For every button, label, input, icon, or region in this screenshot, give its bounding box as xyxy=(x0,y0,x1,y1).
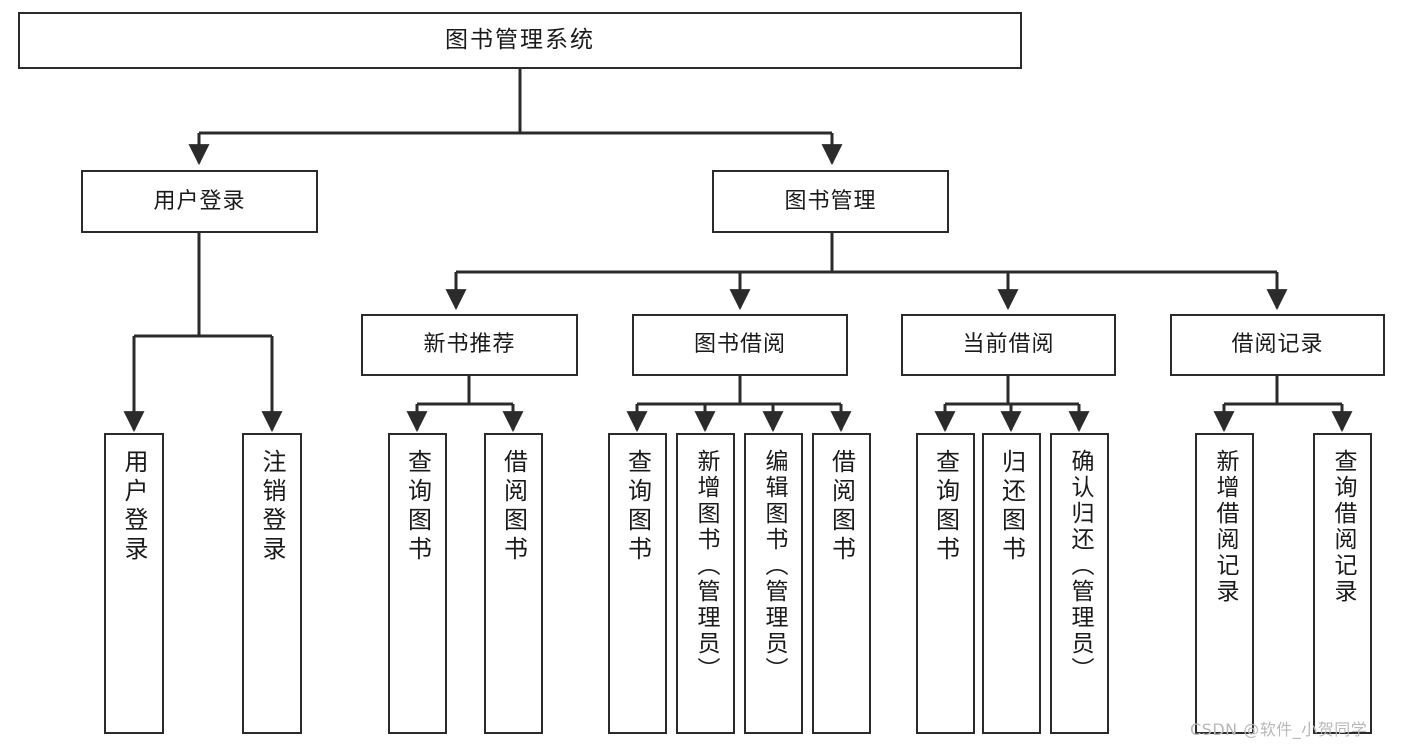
node-root-system[interactable]: 图书管理系统 xyxy=(18,12,1022,69)
node-label: 图书借阅 xyxy=(693,332,786,358)
node-label: 编辑图书（管理员） xyxy=(761,449,787,683)
node-label: 用户登录 xyxy=(153,188,246,214)
leaf-edit-book-admin[interactable]: 编辑图书（管理员） xyxy=(744,433,803,734)
node-label: 借阅记录 xyxy=(1231,332,1324,358)
node-user-login[interactable]: 用户登录 xyxy=(81,170,318,233)
leaf-return-book[interactable]: 归还图书 xyxy=(982,433,1041,734)
node-label: 图书管理 xyxy=(784,188,877,214)
leaf-borrow-book[interactable]: 借阅图书 xyxy=(812,433,871,734)
leaf-add-borrow-record[interactable]: 新增借阅记录 xyxy=(1195,433,1254,734)
csdn-watermark: CSDN @软件_小贺同学 xyxy=(1190,720,1368,739)
leaf-add-book-admin[interactable]: 新增图书（管理员） xyxy=(676,433,735,734)
node-label: 新书推荐 xyxy=(423,332,516,358)
leaf-query-borrow-record[interactable]: 查询借阅记录 xyxy=(1313,433,1372,734)
node-book-borrow[interactable]: 图书借阅 xyxy=(632,314,848,376)
node-label: 查询图书 xyxy=(623,449,652,565)
leaf-user-login[interactable]: 用户登录 xyxy=(104,433,164,734)
node-label: 查询图书 xyxy=(403,449,432,565)
node-label: 借阅图书 xyxy=(827,449,856,565)
leaf-confirm-return-admin[interactable]: 确认归还（管理员） xyxy=(1050,433,1109,734)
node-label: 借阅图书 xyxy=(499,449,528,565)
node-label: 查询借阅记录 xyxy=(1330,449,1356,605)
node-label: 新增图书（管理员） xyxy=(693,449,719,683)
node-label: 查询图书 xyxy=(931,449,960,565)
node-label: 图书管理系统 xyxy=(445,26,595,53)
node-label: 归还图书 xyxy=(997,449,1026,565)
leaf-logout-login[interactable]: 注销登录 xyxy=(242,433,302,734)
node-current-borrow[interactable]: 当前借阅 xyxy=(901,314,1116,376)
leaf-borrow-book-new[interactable]: 借阅图书 xyxy=(484,433,543,734)
leaf-query-book-borrow[interactable]: 查询图书 xyxy=(608,433,667,734)
leaf-query-book-new[interactable]: 查询图书 xyxy=(388,433,447,734)
node-label: 当前借阅 xyxy=(962,332,1055,358)
node-label: 用户登录 xyxy=(120,449,148,565)
node-label: 注销登录 xyxy=(258,449,286,565)
leaf-query-book-current[interactable]: 查询图书 xyxy=(916,433,975,734)
node-label: 新增借阅记录 xyxy=(1212,449,1238,605)
node-new-book-recommend[interactable]: 新书推荐 xyxy=(361,314,578,376)
node-book-management[interactable]: 图书管理 xyxy=(712,170,949,233)
node-borrow-record[interactable]: 借阅记录 xyxy=(1170,314,1385,376)
node-label: 确认归还（管理员） xyxy=(1067,449,1093,683)
